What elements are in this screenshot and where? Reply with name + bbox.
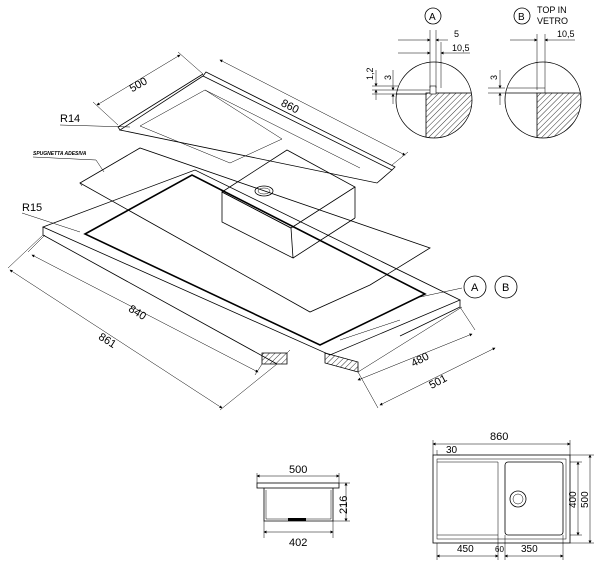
iso-dim-length-top: 860	[279, 97, 301, 116]
iso-dim-width-base-inner: 480	[409, 351, 431, 370]
plan-dim-total: 860	[490, 431, 508, 443]
detail-a-label: A	[429, 12, 436, 23]
plan-view: 860 30 400 500 450 60 350	[432, 431, 594, 560]
iso-radius-base: R15	[22, 202, 42, 214]
plan-dim-400: 400	[568, 491, 579, 508]
detail-a: A 5 10,5 1,2 3	[365, 7, 473, 139]
side-view: 500 216 402	[256, 464, 350, 549]
plan-dim-500: 500	[580, 491, 591, 508]
detail-b-dim-3: 3	[489, 75, 499, 80]
callout-b-circle	[494, 275, 518, 299]
iso-adhesive-label: SPUGNETTA ADESIVA	[33, 151, 87, 157]
iso-dimension-lines	[7, 51, 496, 411]
plan-dim-450: 450	[457, 544, 474, 555]
detail-b-title-line2: VETRO	[537, 16, 568, 26]
iso-radius-top: R14	[60, 113, 80, 125]
iso-dim-length-base-outer: 861	[96, 331, 118, 351]
side-dim-depth: 216	[338, 496, 350, 514]
detail-a-dim-3: 3	[383, 75, 393, 80]
plan-dim-350: 350	[521, 544, 538, 555]
iso-dim-width-top: 500	[128, 75, 150, 95]
callout-b-label: B	[502, 282, 509, 294]
callout-a-label: A	[471, 282, 479, 294]
detail-b-dim-10-5: 10,5	[557, 29, 575, 39]
iso-dim-width-base-outer: 501	[427, 373, 449, 392]
detail-a-dim-10-5: 10,5	[452, 43, 470, 53]
callout-a-circle	[463, 275, 487, 299]
detail-a-dim-1-2: 1,2	[365, 67, 375, 80]
side-dim-bottom: 402	[289, 537, 307, 549]
glass-top	[117, 71, 396, 259]
detail-b: B TOP IN VETRO 10,5 3	[488, 5, 582, 139]
detail-b-label: B	[518, 12, 525, 23]
detail-b-title-line1: TOP IN	[537, 5, 567, 15]
plan-dim-30: 30	[446, 445, 458, 456]
adhesive-sponge	[79, 147, 431, 313]
detail-a-dim-5: 5	[454, 29, 459, 39]
plan-dim-60: 60	[495, 545, 504, 554]
iso-dim-length-base-inner: 840	[126, 303, 148, 323]
side-dim-width: 500	[289, 464, 307, 476]
